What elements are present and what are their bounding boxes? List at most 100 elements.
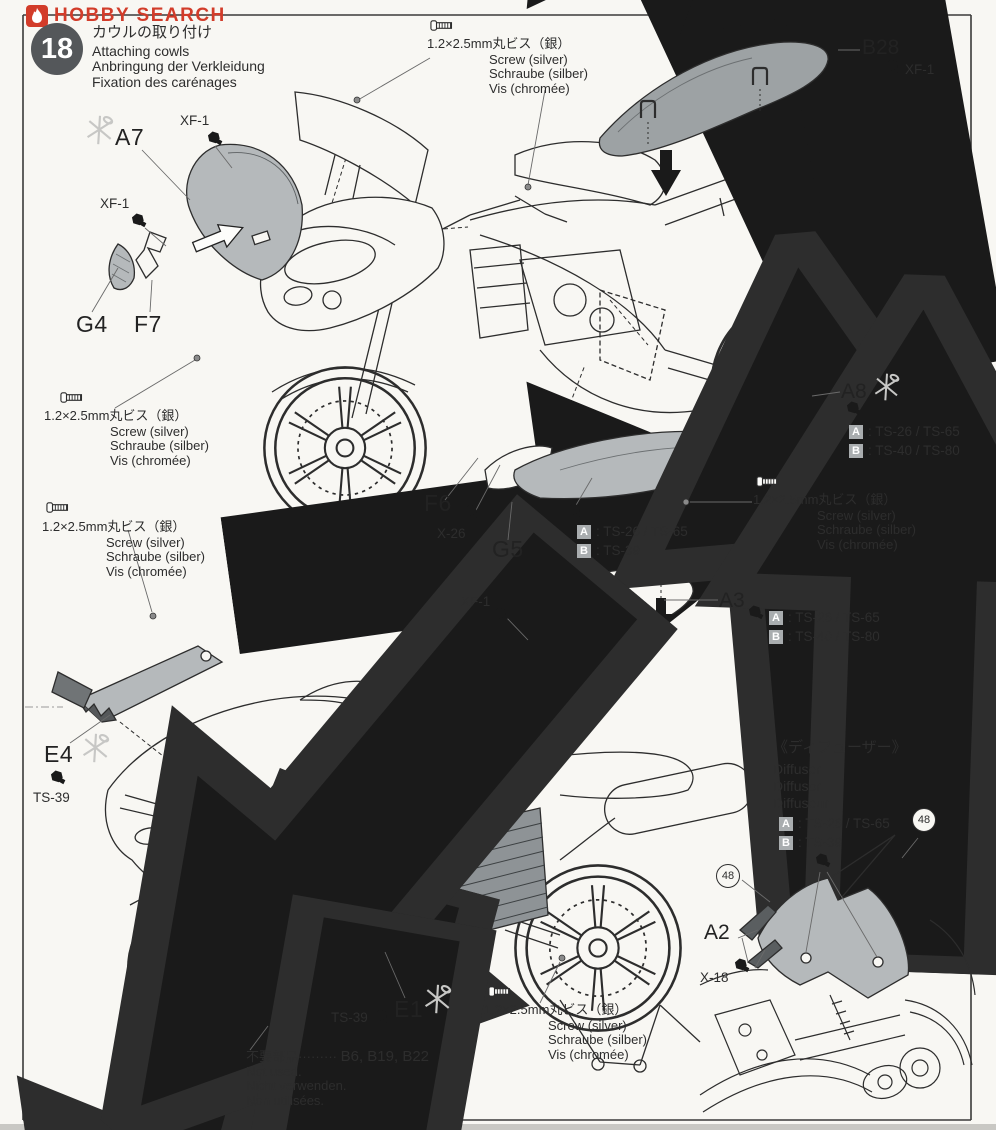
part-label-f7: F7 [134,311,162,337]
screw-note-top: 1.2×2.5mm丸ビス（銀） Screw (silver) Schraube … [427,36,588,96]
site-logo: HOBBY SEARCH [26,5,226,27]
paint-pot-icon [733,957,750,973]
screw-note-fr: Vis (chromée) [106,563,187,579]
not-used-dots: ········· [298,1049,337,1064]
paint-pot-icon [845,400,862,416]
not-used-ja: 不要部品 [246,1049,299,1064]
step-title-fr: Fixation des carénages [92,73,237,90]
paint-pot-icon [49,769,66,785]
part-label-e1: E1 [394,996,424,1022]
screw-icon [756,475,784,488]
seat-part-shape [598,41,829,196]
screw-note-en: Screw (silver) [110,423,189,439]
part-label-g4: G4 [76,311,108,337]
color-box-a: A [779,816,793,831]
screw-note-fr: Vis (chromée) [489,80,570,96]
not-used-fr: Non utilisées. [246,1092,325,1108]
a8-color-spec: A : TS-26 / TS-65 B : TS-40 / TS-80 [849,424,960,462]
paint-label-xf1: XF-1 [100,196,130,211]
paint-pot-icon [373,1008,390,1024]
screw-note-en: Screw (silver) [548,1017,627,1033]
screw-icon [430,19,458,32]
part-label-f6: F6 [424,490,452,516]
front-cowl-art [259,91,445,332]
page-border [0,14,996,1130]
screw-note-de: Schraube (silber) [548,1032,647,1047]
step-title-block: カウルの取り付け Attaching cowls Anbringung der … [92,25,265,90]
paint-pot-icon [206,130,223,146]
paint-label-xf1: XF-1 [180,113,210,128]
a2-diffuser-shape [0,432,996,1130]
paint-label-ts39: TS-39 [331,1010,368,1025]
paint-pot-icon [814,852,831,868]
screw-note-left2: 1.2×2.5mm丸ビス（銀） Screw (silver) Schraube … [42,519,205,579]
a7-panel-shape [108,143,303,291]
screw-note-en: Screw (silver) [817,507,896,523]
step-title-en: Attaching cowls [92,42,190,59]
paint-pot-icon [130,212,147,228]
screw-note-ja: 1.2×2.5mm丸ビス（銀） [44,408,188,423]
runner-nippers-icon [422,983,454,1015]
a3-color-b: : TS-40 / TS-80 [788,629,880,644]
not-used-parts: B6, B19, B22 [340,1048,430,1065]
screw-note-left1: 1.2×2.5mm丸ビス（銀） Screw (silver) Schraube … [44,408,209,468]
color-box-a: A [769,610,783,625]
diffuser-en: Diffuser [773,761,821,777]
screw-note-de: Schraube (silber) [106,549,205,564]
color-box-a: A [577,524,591,539]
assembly-arrows-upper [191,0,996,745]
screw-note-de: Schraube (silber) [817,522,916,537]
diffuser-color-spec: A : TS-26 / TS-65 B : TS-39 [779,816,890,854]
paint-label-xf1: XF-1 [461,594,491,609]
part-label-a2: A2 [704,921,730,944]
inset-detail-art [67,877,976,1130]
hobbysearch-flame-icon [26,5,48,27]
a3-color-spec: A : TS-26 / TS-65 B : TS-40 / TS-80 [769,610,880,648]
screw-icon [60,391,88,404]
logo-text: HOBBY SEARCH [54,5,226,26]
paint-pot-icon [747,604,764,620]
paint-pot-icon [884,58,901,74]
runner-nippers-icon [872,372,902,402]
part-label-a7: A7 [115,124,145,150]
screw-note-de: Schraube (silber) [489,66,588,81]
screw-note-fr: Vis (chromée) [110,452,191,468]
metal-part-badge-48: 48 [912,808,936,832]
diffuser-fr: Diffuseur [773,795,829,811]
step-title-ja: カウルの取り付け [92,24,213,41]
metal-part-badge-48: 48 [716,864,740,888]
paint-pot-icon [492,606,509,622]
paint-label-x26: X-26 [437,526,466,541]
paint-pot-icon [566,502,583,518]
screw-note-bottom: 1.2×2.5mm丸ビス（銀） Screw (silver) Schraube … [484,1002,647,1062]
screw-icon [488,985,516,998]
screw-note-fr: Vis (chromée) [817,536,898,552]
diffuser-color-b: : TS-39 [798,835,843,850]
color-box-b: B [849,443,863,458]
g5-color-b: : TS-39 [596,543,641,558]
badge-48-number: 48 [721,870,735,882]
diffuser-heading: 《ディフューザー》 Diffuser Diffusor Diffuseur [773,736,907,812]
diffuser-color-a: : TS-26 / TS-65 [798,816,890,831]
paint-label-xf1: XF-1 [905,62,935,77]
screw-note-ja: 1.2×2.5mm丸ビス（銀） [753,492,897,507]
step-title-de: Anbringung der Verkleidung [92,58,265,74]
step-number-badge: 18 [31,23,83,75]
not-used-de: Nicht verwenden. [246,1078,347,1093]
a8-color-a: : TS-26 / TS-65 [868,424,960,439]
badge-48-number: 48 [917,814,931,826]
color-box-b: B [769,629,783,644]
screw-dots [149,96,690,962]
part-label-e4: E4 [44,741,74,767]
not-used-en: Not used. [246,1063,302,1079]
e4-winglet-shape [51,645,224,761]
step-number: 18 [40,32,74,65]
screw-note-fr: Vis (chromée) [548,1046,629,1062]
part-label-b28: B28 [862,36,900,59]
runner-nippers-icon [84,114,116,146]
screw-note-ja: 1.2×2.5mm丸ビス（銀） [484,1002,628,1017]
screw-note-en: Screw (silver) [489,51,568,67]
paint-label-ts39: TS-39 [33,790,70,805]
screw-note-en: Screw (silver) [106,534,185,550]
